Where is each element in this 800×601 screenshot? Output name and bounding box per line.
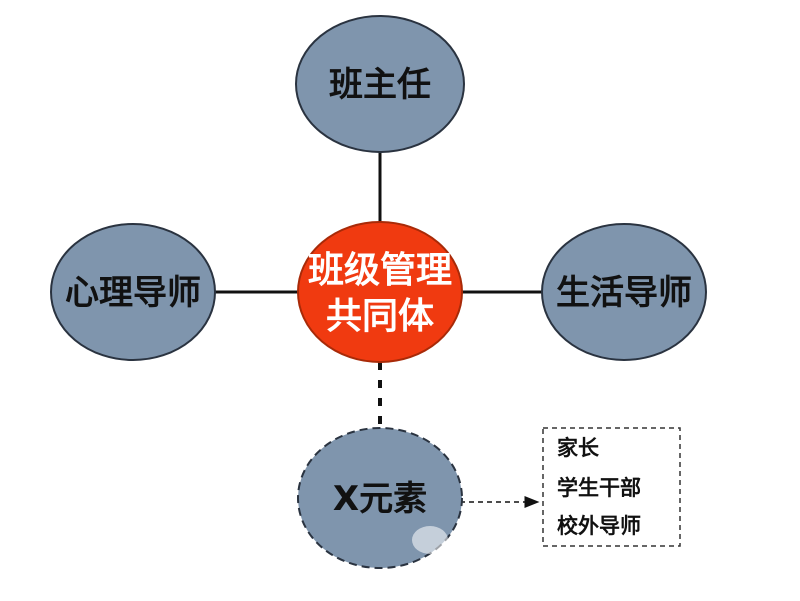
node-center-line2: 共同体: [326, 296, 434, 337]
node-left-label: 心理导师: [65, 273, 201, 313]
list-item: 校外导师: [557, 514, 641, 538]
list-item: 家长: [557, 436, 600, 460]
node-left: 心理导师: [50, 223, 216, 361]
node-bottom-label: X元素: [333, 479, 427, 519]
node-center: 班级管理 共同体: [297, 221, 463, 363]
glare-highlight: [412, 526, 448, 554]
node-bottom: X元素: [297, 427, 463, 569]
list-item: 学生干部: [557, 476, 641, 500]
x-element-list: 家长 学生干部 校外导师: [542, 427, 681, 547]
node-top-label: 班主任: [329, 65, 431, 105]
node-right-label: 生活导师: [556, 273, 692, 313]
node-top: 班主任: [295, 15, 465, 153]
node-right: 生活导师: [541, 223, 707, 361]
node-center-line1: 班级管理: [308, 250, 452, 291]
